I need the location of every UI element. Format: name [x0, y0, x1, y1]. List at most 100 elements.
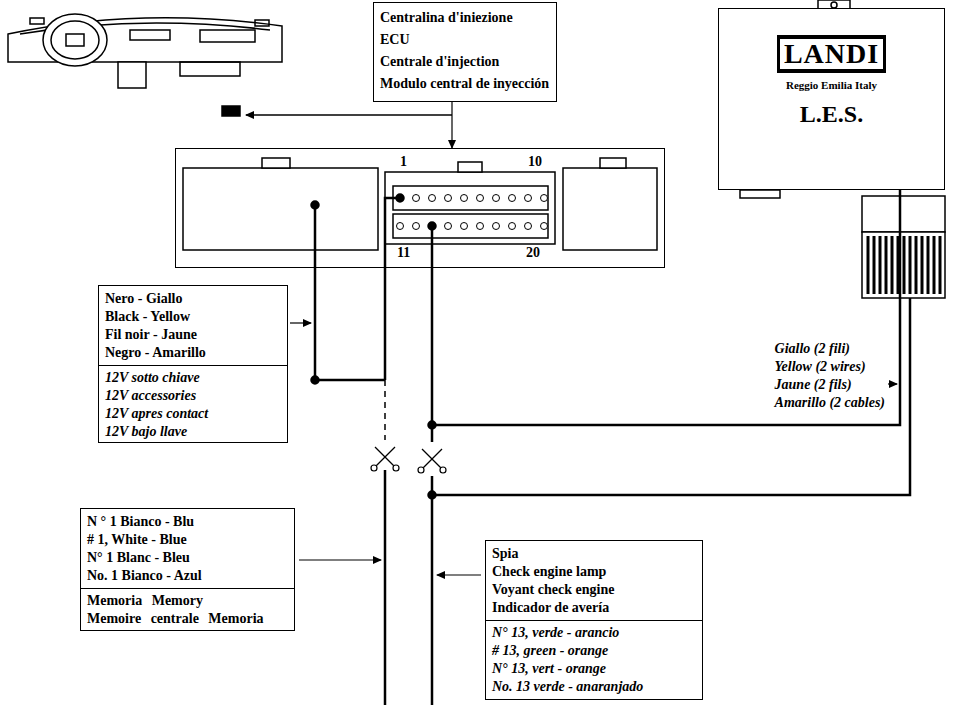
wires-part — [312, 202, 319, 209]
pointer-arrow — [451, 102, 452, 148]
connector-pins-part — [493, 195, 500, 202]
leader-arrows-part — [290, 322, 311, 323]
label-text: ECU — [380, 29, 550, 51]
leader-arrows-part — [299, 559, 381, 560]
cable-bundle-part — [921, 236, 924, 294]
dashboard-part — [43, 14, 107, 66]
scissors-part — [422, 449, 441, 468]
scissors-part — [418, 467, 424, 473]
scissors-part — [375, 447, 394, 466]
dashboard-part — [130, 30, 170, 40]
scissors-part — [371, 465, 377, 471]
connector-pins-part — [461, 195, 468, 202]
connector-pins-part — [525, 195, 532, 202]
wires-part — [431, 226, 434, 268]
landi-box-parts-part — [740, 190, 780, 198]
cable-bundle — [868, 236, 940, 294]
connector-pins-part — [509, 195, 516, 202]
dashboard-part — [255, 20, 269, 26]
pin-number: 11 — [397, 245, 410, 261]
wire-label: Yellow (2 wires) — [775, 358, 885, 376]
landi-box-parts-part — [862, 196, 945, 232]
signal-wire — [432, 190, 900, 425]
cable-bundle-part — [933, 236, 936, 294]
wires-part — [432, 298, 910, 495]
label-text: 12V sotto chiave — [99, 365, 287, 387]
label-text: Voyant check engine — [492, 581, 696, 599]
label-text: Spia — [492, 545, 696, 563]
connector-pins-part — [397, 195, 404, 202]
label-text: No. 1 Bianco - Azul — [87, 567, 288, 585]
wires-part — [431, 476, 434, 705]
label-text: No. 13 verde - anaranjado — [492, 678, 696, 696]
dashboard-part — [30, 18, 44, 24]
label-text: Fil noir - Jaune — [105, 326, 281, 344]
dashboard-part — [66, 34, 84, 46]
label-text: N° 13, verde - arancio — [486, 620, 702, 642]
memory-wire-callout: N ° 1 Bianco - Blu# 1, White - BlueN° 1 … — [80, 508, 295, 631]
ecu-connectors-part — [393, 186, 548, 210]
cable-bundle-part — [891, 236, 894, 294]
connector-pins-part — [541, 195, 548, 202]
wires-part — [384, 380, 386, 440]
dashboard-part — [180, 62, 240, 76]
scissors-part — [376, 447, 395, 466]
label-text: L.E.S. — [725, 99, 938, 129]
cable-bundle-part — [939, 236, 942, 294]
connector-pins-part — [429, 223, 436, 230]
brand-logo: LANDI — [777, 35, 886, 73]
connector-pins-part — [541, 223, 548, 230]
leader-arrows-part — [437, 574, 481, 575]
cable-bundle-part — [873, 236, 876, 294]
ecu-connectors-part — [262, 158, 290, 168]
wires-part — [385, 198, 400, 380]
pin-number: 1 — [400, 154, 407, 170]
dashboard-part — [118, 62, 146, 88]
cable-bundle-part — [885, 236, 888, 294]
connector-pins — [397, 195, 548, 230]
label-text: Negro - Amarillo — [105, 344, 281, 362]
scissors-part — [393, 465, 399, 471]
cable-bundle-part — [903, 236, 906, 294]
leader-arrows-part — [888, 383, 897, 384]
connector-pins-part — [461, 223, 468, 230]
pin-number: 20 — [526, 245, 540, 261]
connector-pins-part — [445, 223, 452, 230]
landi-unit: LANDIReggio Emilia ItalyL.E.S. — [718, 8, 945, 190]
label-text: Black - Yellow — [105, 308, 281, 326]
ecu-connectors-part — [458, 162, 482, 172]
leader-arrows — [290, 323, 897, 575]
connector-pins-part — [429, 195, 436, 202]
wires-part — [315, 205, 385, 380]
wire-callout: Giallo (2 fili)Yellow (2 wires)Jaune (2 … — [775, 340, 885, 412]
ecu-connectors — [183, 158, 657, 250]
label-text: N° 13, vert - orange — [492, 660, 696, 678]
dashboard-part — [200, 30, 255, 42]
dashboard-part — [246, 114, 452, 116]
connector-pins-part — [477, 223, 484, 230]
wires-part — [429, 492, 436, 499]
connector-pins-part — [413, 195, 420, 202]
wires — [312, 195, 911, 706]
label-text: Centrale d'injection — [380, 51, 550, 73]
lamp-wire-callout: SpiaCheck engine lampVoyant check engine… — [485, 540, 703, 700]
wires-part — [312, 377, 319, 384]
connector-pins-part — [509, 223, 516, 230]
ecu-connectors-part — [183, 168, 378, 250]
wire-label: Amarillo (2 cables) — [775, 394, 885, 412]
label-text: 12V bajo llave — [105, 423, 281, 441]
cable-bundle-part — [909, 236, 912, 294]
ecu-label-box: Centralina d'iniezioneECUCentrale d'inje… — [373, 2, 557, 102]
cable-bundle-part — [927, 236, 930, 294]
wire-label: Jaune (2 fils) — [775, 376, 885, 394]
wires-part — [384, 470, 387, 705]
ecu-connectors-part — [393, 214, 548, 238]
ecu-connectors-part — [385, 172, 555, 244]
cable-bundle-part — [867, 236, 870, 294]
label-text: Check engine lamp — [492, 563, 696, 581]
label-text: 12V accessories — [105, 387, 281, 405]
label-text: Modulo central de inyección — [380, 73, 550, 95]
label-text: # 1, White - Blue — [87, 531, 288, 549]
label-text: 12V apres contact — [105, 405, 281, 423]
